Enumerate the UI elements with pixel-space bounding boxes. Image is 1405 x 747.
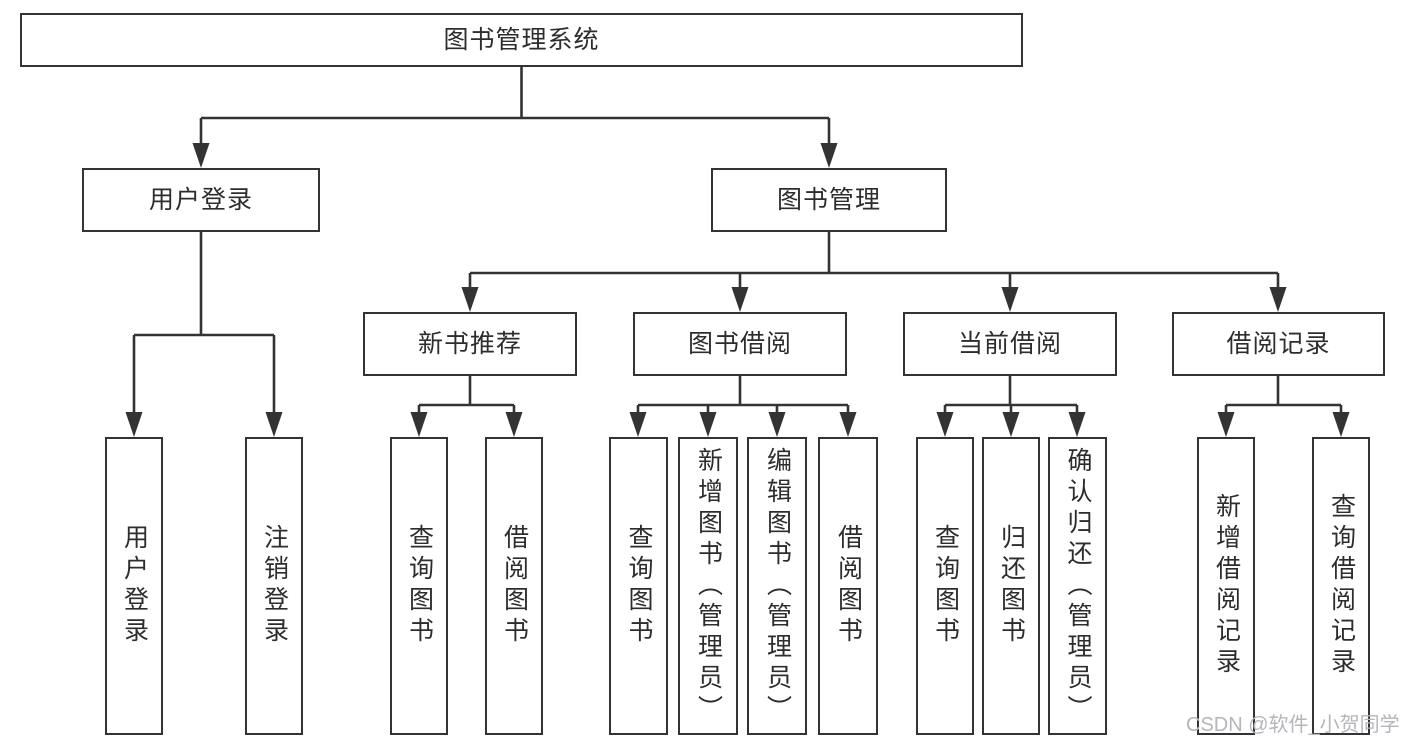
edge-root-to-level2 — [192, 67, 838, 168]
leaf-bb-borrow-books: 借阅图书 — [818, 437, 878, 735]
arrowhead-icon — [1269, 287, 1287, 312]
leaf-bb-borrow-books-label: 借阅图书 — [834, 524, 863, 648]
edge-book-borrow-to-leaves — [629, 376, 857, 437]
leaf-cb-confirm-return-admin-label: 确认归还（管理员） — [1064, 446, 1092, 726]
node-borrow-records-label: 借阅记录 — [1226, 329, 1331, 358]
leaf-br-add-record-label: 新增借阅记录 — [1212, 493, 1241, 679]
leaf-br-query-record-label: 查询借阅记录 — [1327, 493, 1356, 679]
node-new-book-rec-label: 新书推荐 — [417, 329, 522, 358]
leaf-rec-query-books-label: 查询图书 — [405, 524, 434, 648]
arrowhead-icon — [192, 143, 210, 168]
leaf-bb-add-books-admin-label: 新增图书（管理员） — [694, 446, 723, 726]
arrowhead-icon — [410, 412, 428, 437]
arrowhead-icon — [936, 412, 954, 437]
leaf-rec-borrow-books: 借阅图书 — [485, 437, 543, 735]
leaf-rec-borrow-books-label: 借阅图书 — [500, 524, 529, 648]
node-user-login-label: 用户登录 — [148, 185, 253, 214]
leaf-br-add-record: 新增借阅记录 — [1197, 437, 1255, 735]
arrowhead-icon — [839, 412, 857, 437]
leaf-rec-query-books: 查询图书 — [390, 437, 448, 735]
leaf-br-query-record: 查询借阅记录 — [1312, 437, 1370, 735]
arrowhead-icon — [820, 143, 838, 168]
arrowhead-icon — [629, 412, 647, 437]
edge-book-mgmt-to-level3 — [461, 232, 1287, 312]
node-book-borrow: 图书借阅 — [633, 312, 847, 376]
arrowhead-icon — [699, 412, 717, 437]
node-user-login: 用户登录 — [82, 168, 320, 232]
leaf-bb-query-books: 查询图书 — [609, 437, 668, 735]
arrowhead-icon — [265, 412, 283, 437]
node-root-label: 图书管理系统 — [443, 25, 600, 54]
leaf-bb-edit-books-admin-label: 编辑图书（管理员） — [763, 446, 792, 726]
edge-borrow-records-to-leaves — [1217, 376, 1350, 437]
node-new-book-rec: 新书推荐 — [363, 312, 577, 376]
node-root: 图书管理系统 — [20, 13, 1023, 67]
arrowhead-icon — [1068, 412, 1086, 437]
arrowhead-icon — [1001, 287, 1019, 312]
edge-current-borrow-to-leaves — [936, 376, 1086, 437]
leaf-user-login: 用户登录 — [105, 437, 163, 735]
arrowhead-icon — [1332, 412, 1350, 437]
node-book-borrow-label: 图书借阅 — [687, 329, 792, 358]
leaf-logout: 注销登录 — [245, 437, 303, 735]
leaf-cb-return-books: 归还图书 — [982, 437, 1040, 735]
leaf-user-login-label: 用户登录 — [120, 524, 149, 648]
leaf-cb-query-books-label: 查询图书 — [931, 524, 960, 648]
arrowhead-icon — [1002, 412, 1020, 437]
node-current-borrow-label: 当前借阅 — [957, 329, 1062, 358]
node-book-mgmt-label: 图书管理 — [776, 185, 881, 214]
arrowhead-icon — [461, 287, 479, 312]
node-current-borrow: 当前借阅 — [903, 312, 1117, 376]
arrowhead-icon — [1217, 412, 1235, 437]
leaf-bb-add-books-admin: 新增图书（管理员） — [678, 437, 738, 735]
edge-new-book-rec-to-leaves — [410, 376, 523, 437]
leaf-cb-confirm-return-admin: 确认归还（管理员） — [1048, 437, 1107, 735]
leaf-cb-query-books: 查询图书 — [916, 437, 974, 735]
leaf-logout-label: 注销登录 — [260, 524, 289, 648]
csdn-watermark: CSDN @软件_小贺同学 — [1186, 714, 1400, 736]
arrowhead-icon — [125, 412, 143, 437]
leaf-bb-query-books-label: 查询图书 — [625, 524, 653, 648]
leaf-cb-return-books-label: 归还图书 — [997, 524, 1026, 648]
arrowhead-icon — [505, 412, 523, 437]
node-book-mgmt: 图书管理 — [711, 168, 947, 232]
node-borrow-records: 借阅记录 — [1172, 312, 1385, 376]
arrowhead-icon — [768, 412, 786, 437]
leaf-bb-edit-books-admin: 编辑图书（管理员） — [747, 437, 807, 735]
arrowhead-icon — [731, 287, 749, 312]
edge-user-login-to-leaves — [125, 232, 283, 437]
